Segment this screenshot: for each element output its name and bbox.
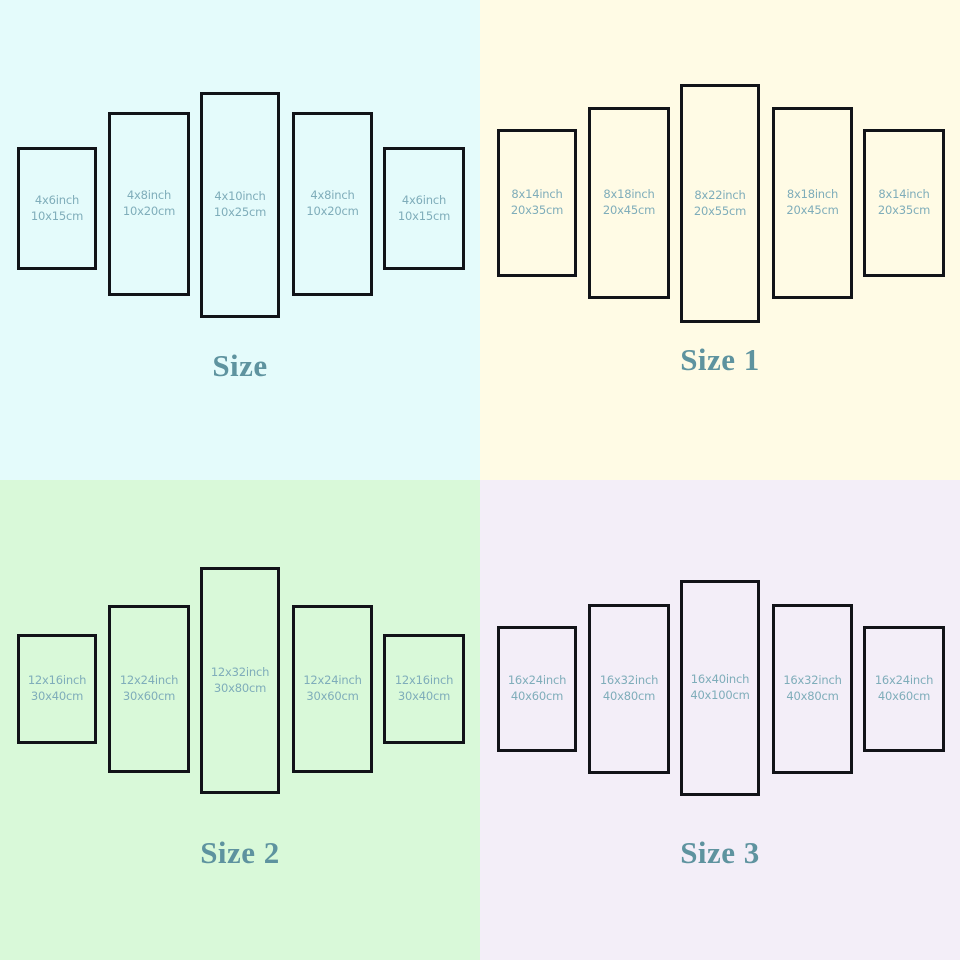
size-panel-cm: 20x35cm [877, 203, 931, 217]
size-panel-cm: 30x40cm [30, 689, 84, 703]
size-panel-cm: 40x100cm [690, 688, 750, 702]
size-panel-inch: 12x16inch [27, 673, 87, 688]
size-panel-cm: 20x55cm [693, 203, 747, 218]
size-panel-cm: 40x60cm [510, 689, 564, 703]
quadrant-title-size-1: Size 1 [680, 342, 760, 377]
size-panel-cm: 10x20cm [306, 204, 359, 218]
size-panel-inch: 16x40inch [690, 672, 750, 687]
size-panel-cm: 40x80cm [786, 689, 839, 703]
size-panel-cm: 30x40cm [397, 689, 451, 703]
quadrant-title-size-2: Size 2 [200, 835, 280, 870]
size-panel-inch: 8x18inch [786, 187, 839, 202]
size-panel-inch: 4x6inch [34, 192, 80, 207]
size-panel-cm: 30x60cm [122, 689, 176, 703]
size-panel-cm: 10x15cm [397, 208, 451, 223]
size-panel-cm: 10x15cm [30, 208, 84, 223]
size-panel-cm: 30x60cm [306, 689, 359, 703]
size-panel-inch: 4x10inch [214, 189, 266, 204]
size-panel-inch: 16x24inch [874, 673, 934, 688]
quadrant-title-size-3: Size 3 [680, 835, 760, 870]
size-panel-inch: 12x16inch [394, 673, 454, 688]
size-panel-cm: 20x45cm [602, 203, 656, 217]
size-panel-inch: 16x32inch [599, 673, 659, 688]
size-panel-inch: 4x8inch [310, 188, 355, 203]
size-panel-cm: 40x80cm [602, 689, 656, 703]
size-panel-cm: 40x60cm [877, 689, 931, 703]
size-panel-cm: 10x20cm [122, 204, 176, 218]
size-panel-inch: 8x14inch [878, 187, 930, 202]
size-panel-cm: 30x80cm [213, 680, 267, 695]
size-panel-inch: 12x24inch [303, 673, 362, 688]
size-panel-cm: 20x35cm [510, 203, 564, 217]
size-panel-inch: 8x22inch [694, 187, 746, 202]
size-panel-inch: 8x18inch [603, 187, 655, 202]
quadrant-title-size: Size [212, 348, 268, 383]
size-panel-inch: 4x8inch [126, 188, 172, 203]
size-panel-inch: 12x24inch [119, 673, 179, 688]
size-panel-cm: 20x45cm [786, 203, 839, 217]
size-panel-inch: 8x14inch [511, 187, 563, 202]
size-panel-cm: 10x25cm [213, 205, 267, 219]
size-panel-inch: 12x32inch [210, 664, 270, 679]
size-panel-inch: 4x6inch [401, 192, 447, 207]
size-panel-inch: 16x24inch [507, 673, 567, 688]
size-panel-inch: 16x32inch [783, 673, 842, 688]
